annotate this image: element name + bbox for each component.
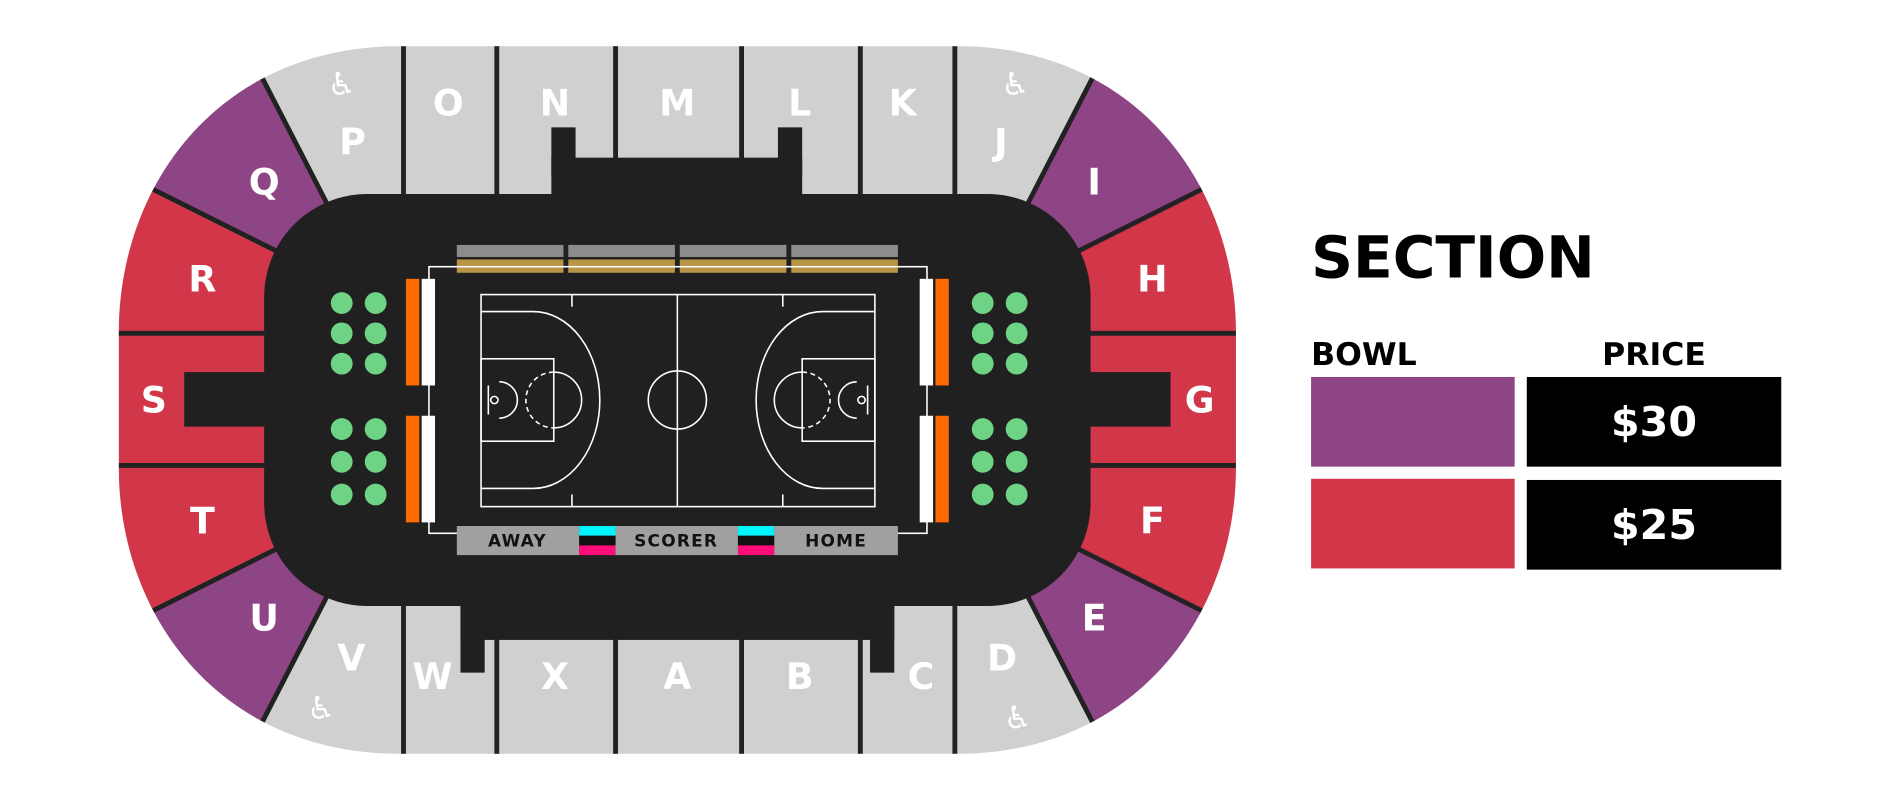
- section-n[interactable]: N: [540, 82, 570, 125]
- away-label: AWAY: [488, 531, 547, 551]
- price-box: [1526, 376, 1782, 467]
- scorer-table: AWAY SCORER HOME: [456, 526, 898, 556]
- section-d[interactable]: D: [987, 637, 1017, 680]
- section-r[interactable]: R: [188, 257, 216, 300]
- section-s[interactable]: S: [141, 379, 167, 422]
- section-g[interactable]: G: [1185, 379, 1215, 422]
- team-benches: [405, 278, 949, 523]
- section-t[interactable]: T: [190, 500, 215, 543]
- home-label: HOME: [805, 531, 867, 551]
- section-e[interactable]: E: [1082, 597, 1107, 640]
- section-k[interactable]: K: [889, 82, 919, 125]
- section-q-area[interactable]: [73, 17, 331, 253]
- section-c[interactable]: C: [908, 655, 935, 698]
- section-hgf-area[interactable]: [1076, 112, 1355, 688]
- section-i[interactable]: I: [1087, 160, 1101, 203]
- section-a[interactable]: A: [663, 655, 691, 698]
- section-j[interactable]: J: [991, 120, 1008, 163]
- price-box: [1526, 479, 1782, 570]
- courtside-seats: [330, 292, 1028, 506]
- section-rst-area[interactable]: [0, 112, 279, 688]
- section-i-area[interactable]: [1023, 17, 1282, 253]
- section-e-area[interactable]: [1023, 547, 1282, 783]
- wheelchair-icon: ♿: [1004, 701, 1032, 737]
- section-w[interactable]: W: [413, 655, 453, 698]
- section-h[interactable]: H: [1137, 257, 1167, 300]
- section-q[interactable]: Q: [249, 160, 280, 203]
- wheelchair-icon: ♿: [328, 67, 356, 103]
- basketball-court: AWAY SCORER HOME: [330, 244, 1028, 556]
- price-legend: SECTION BOWL PRICE $30 $25: [1311, 224, 1782, 570]
- section-b[interactable]: B: [786, 655, 814, 698]
- section-l[interactable]: L: [788, 82, 811, 125]
- accessible-seating: ♿ ♿ ♿ ♿: [307, 67, 1032, 737]
- price-header: PRICE: [1602, 337, 1706, 373]
- price-red: $25: [1611, 501, 1697, 549]
- section-p[interactable]: P: [339, 120, 366, 163]
- purple-swatch: [1311, 376, 1515, 467]
- scorer-label: SCORER: [634, 531, 718, 551]
- section-u-area[interactable]: [73, 547, 331, 783]
- bowl-header: BOWL: [1311, 337, 1417, 373]
- section-v[interactable]: V: [337, 637, 365, 680]
- wheelchair-icon: ♿: [1001, 67, 1029, 103]
- wheelchair-icon: ♿: [307, 691, 335, 727]
- section-x[interactable]: X: [541, 655, 569, 698]
- section-o[interactable]: O: [433, 82, 464, 125]
- price-purple: $30: [1611, 398, 1697, 446]
- red-swatch: [1311, 478, 1515, 569]
- section-u[interactable]: U: [249, 597, 279, 640]
- section-f[interactable]: F: [1140, 500, 1165, 543]
- legend-title: SECTION: [1311, 224, 1595, 292]
- section-m[interactable]: M: [659, 82, 695, 125]
- section-labels: O N M L K P J Q I R H S G T F U E V D W …: [141, 82, 1215, 698]
